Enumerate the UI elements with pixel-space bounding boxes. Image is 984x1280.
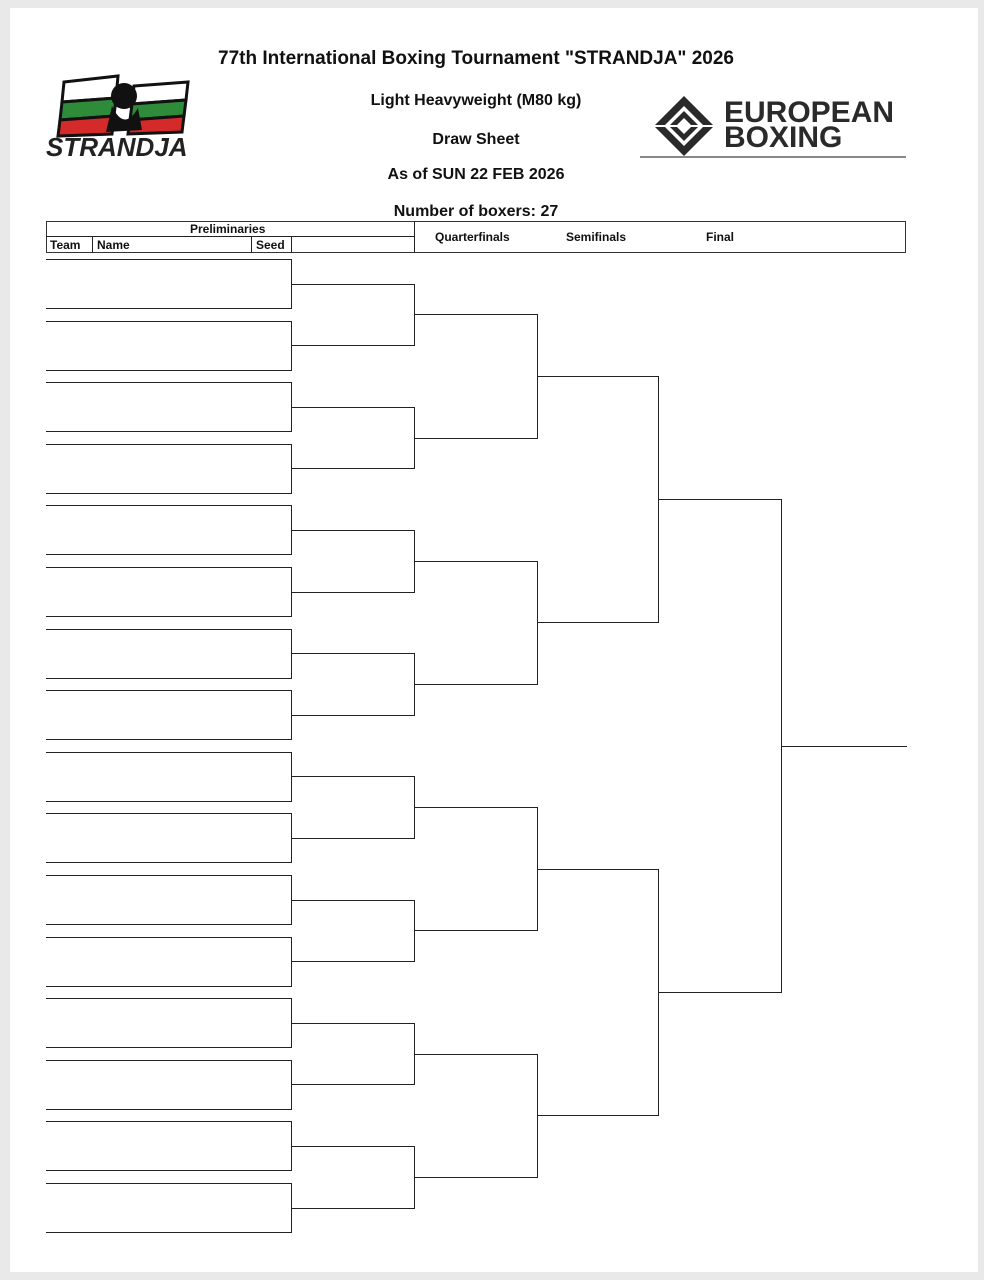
round2-line-bottom [291,468,415,470]
prelim-line-top [46,1121,292,1123]
qf-line-top [414,560,538,562]
round2-line-bottom [291,837,415,839]
strandja-logo-text: STRANDJA [46,132,188,162]
header-preliminaries: Preliminaries [190,222,266,236]
prelim-line-top [46,813,292,815]
tournament-title: 77th International Boxing Tournament "ST… [218,48,734,69]
qf-line-bottom [414,683,538,685]
european-boxing-logo: EUROPEAN BOXING [652,94,912,162]
prelim-line-top [46,443,292,445]
header-rule [640,156,906,158]
round2-line-top [291,283,415,285]
qf-line-top [414,314,538,316]
round2-line-bottom [291,1207,415,1209]
prelim-line-bottom [46,985,292,987]
prelim-line-bottom [46,554,292,556]
header-final: Final [706,230,735,244]
round2-line-top [291,653,415,655]
round2-line-bottom [291,591,415,593]
prelim-line-bottom [46,1170,292,1172]
qf-line-top [414,807,538,809]
round2-line-top [291,1022,415,1024]
prelim-line-top [46,567,292,568]
header-subrule [46,236,414,237]
round2-line-top [291,1145,415,1147]
round2-line-bottom [291,345,415,347]
sf-line-top [537,868,659,870]
round2-line-top [291,406,415,408]
header-divider-seed [251,236,252,253]
boxer-count: Number of boxers: 27 [393,203,559,220]
round2-line-top [291,529,415,531]
boxing-word: BOXING [724,121,843,154]
strandja-logo: STRANDJA [46,72,196,162]
strandja-flag-icon [56,74,190,138]
european-boxing-emblem-icon [654,96,714,156]
round2-line-bottom [291,1084,415,1086]
prelim-line-top [46,751,292,753]
draw-sheet: 77th International Boxing Tournament "ST… [10,8,978,1272]
header-seed: Seed [256,238,285,252]
european-word: EUROPEAN [724,96,895,129]
prelim-line-top [46,628,292,630]
prelim-line-bottom [46,616,292,617]
prelim-line-bottom [46,1108,292,1110]
prelim-line-top [46,690,292,692]
weight-category: Light Heavyweight (M80 kg) [370,92,582,109]
prelim-line-bottom [46,862,292,864]
final-line-bottom [658,991,782,993]
winner-line [781,745,907,747]
sf-line-bottom [537,1115,659,1117]
prelim-line-top [46,936,292,938]
prelim-line-bottom [46,1047,292,1049]
prelim-line-bottom [46,739,292,741]
round2-line-top [291,776,415,778]
sheet-type: Draw Sheet [432,131,520,148]
prelim-line-top [46,382,292,384]
prelim-line-top [46,1059,292,1061]
prelim-line-top [46,259,292,260]
qf-line-bottom [414,1176,538,1178]
prelim-line-top [46,1183,292,1184]
prelim-line-top [46,505,292,507]
sf-line-bottom [537,622,659,624]
prelim-line-bottom [46,492,292,494]
header-divider-prelim [414,221,415,253]
prelim-line-top [46,998,292,1000]
prelim-line-top [46,320,292,322]
prelim-line-bottom [46,431,292,433]
header-semifinals: Semifinals [566,230,627,244]
qf-line-bottom [414,437,538,439]
european-boxing-text: EUROPEAN BOXING [724,96,895,154]
as-of-date: As of SUN 22 FEB 2026 [387,166,565,183]
round2-line-bottom [291,714,415,716]
prelim-line-bottom [46,924,292,925]
prelim-line-bottom [46,308,292,309]
prelim-line-top [46,875,292,876]
round2-line-top [291,899,415,901]
round2-line-bottom [291,961,415,963]
qf-line-bottom [414,930,538,932]
prelim-line-bottom [46,800,292,802]
prelim-line-bottom [46,369,292,371]
header-team: Team [50,238,81,252]
prelim-line-bottom [46,1232,292,1233]
header-quarterfinals: Quarterfinals [435,230,510,244]
prelim-line-bottom [46,677,292,679]
qf-line-top [414,1053,538,1055]
header-divider-name [92,236,93,253]
column-header-box [46,221,906,253]
header-name: Name [97,238,130,252]
header-divider-r2 [291,236,292,253]
sf-line-top [537,375,659,377]
final-line-top [658,499,782,501]
